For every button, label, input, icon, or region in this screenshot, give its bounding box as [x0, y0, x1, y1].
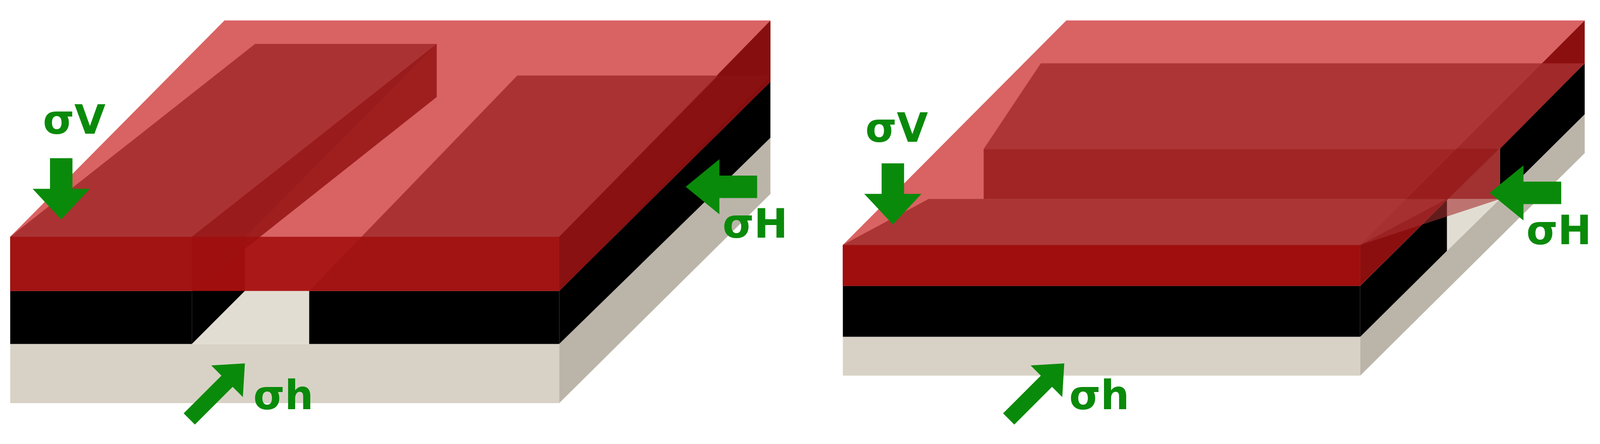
stress-label: σh [253, 375, 314, 416]
stress-label: σh [1069, 375, 1130, 416]
stress-label: σV [865, 107, 928, 149]
right-block [842, 20, 1585, 425]
stress-label: σH [722, 203, 788, 245]
stress-label: σH [1526, 210, 1592, 251]
stress-label: σV [42, 99, 106, 141]
left-block [10, 20, 771, 425]
